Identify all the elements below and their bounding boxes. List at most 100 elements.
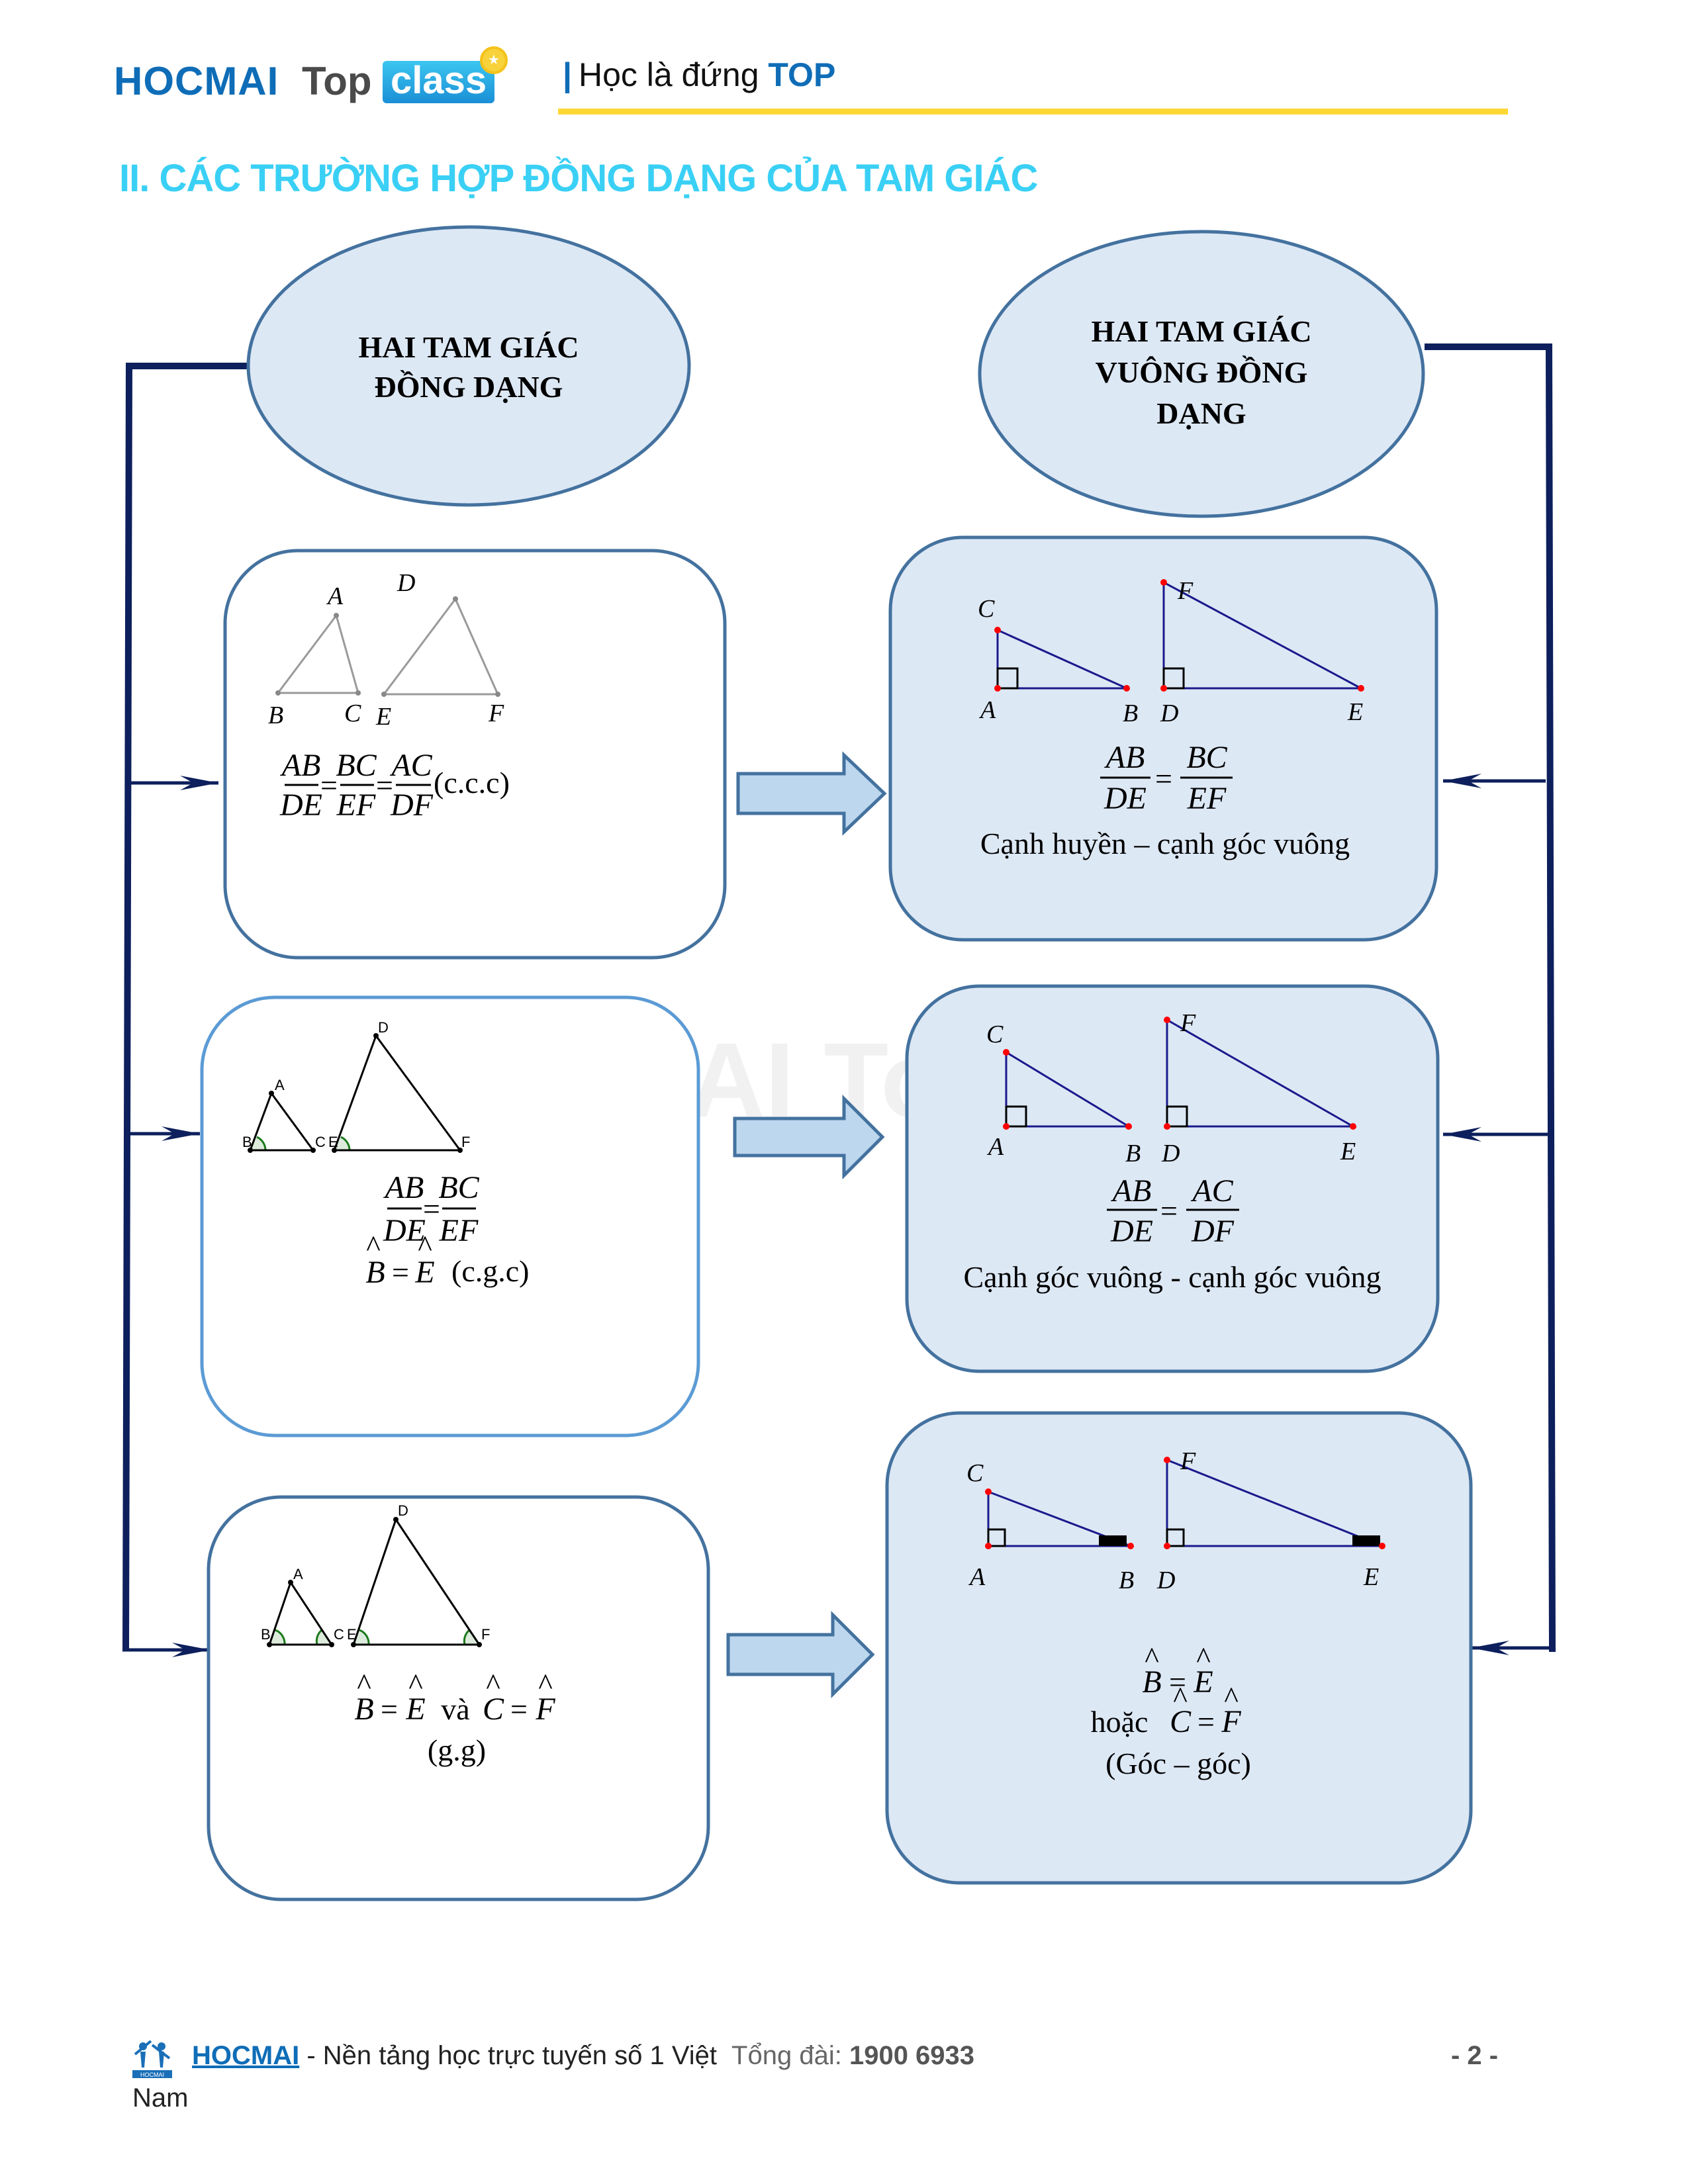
label-c: C <box>334 1626 344 1643</box>
footer-phone: 1900 6933 <box>849 2041 975 2070</box>
label-a: A <box>293 1566 303 1582</box>
right-triangle-def <box>1166 1018 1357 1128</box>
label-e: E <box>1363 1563 1379 1591</box>
equals-sign: = <box>320 768 338 802</box>
label-b: B <box>261 1626 271 1643</box>
label-d: D <box>1161 1140 1180 1167</box>
label-b: B <box>242 1134 252 1150</box>
logo-class: class <box>383 61 495 103</box>
hat-icon: ^ <box>418 1229 432 1263</box>
case-ccc-card: A B C D E F AB DE = BC EF = AC DF (c.c.c… <box>223 549 727 960</box>
triangle-def <box>332 1033 462 1152</box>
frac1-den: DE <box>1103 781 1147 816</box>
label-e: E <box>1347 698 1363 726</box>
triangle-def <box>382 597 500 696</box>
tagline: |Học là đứng TOP <box>563 56 835 94</box>
frac2-num: BC <box>1186 740 1227 775</box>
label-c: C <box>986 1021 1004 1048</box>
label-f: F <box>461 1134 470 1150</box>
hat-icon: ^ <box>1173 1680 1188 1714</box>
label-f: F <box>1177 577 1194 605</box>
label-f: F <box>1180 1009 1196 1037</box>
frac2-num: AC <box>1190 1173 1233 1208</box>
right-triangle-abc <box>996 628 1127 690</box>
label-f: F <box>1180 1447 1196 1475</box>
hocmai-people-logo-icon: HOCMAI <box>132 2040 172 2078</box>
root-left-line2: ĐỒNG DẠNG <box>375 369 563 404</box>
label-e: E <box>375 703 391 731</box>
equals-sign: = <box>1197 1705 1215 1739</box>
label-e: E <box>1340 1138 1356 1165</box>
label-c: C <box>344 700 361 727</box>
label-e: E <box>347 1626 357 1643</box>
angle2-right: F <box>1221 1704 1241 1739</box>
frac1-den: DE <box>383 1213 426 1248</box>
frac2-num: BC <box>336 748 377 783</box>
right-triangle-def <box>1166 1458 1383 1547</box>
footer-description-cont: Nam <box>132 2083 189 2113</box>
label-d: D <box>398 1502 408 1519</box>
block-arrow-1 <box>736 751 887 836</box>
label-b: B <box>1125 1140 1141 1167</box>
root-left-line1: HAI TAM GIÁC <box>358 330 579 364</box>
case-gg-card: A B C D E F B ^ = E ^ và C ^ = F ^ (g.g) <box>207 1495 710 1901</box>
header-rule <box>558 109 1508 114</box>
equals-sign: = <box>1155 762 1172 796</box>
label-d: D <box>1156 1567 1175 1594</box>
equals-sign: = <box>376 768 393 802</box>
label-b: B <box>1119 1567 1134 1594</box>
frac1-num: AB <box>280 748 321 783</box>
right-triangle-abc <box>987 1490 1131 1547</box>
hat-icon: ^ <box>366 1229 381 1263</box>
rule-cgc: (c.g.c) <box>451 1254 529 1288</box>
angle2-left: C <box>1170 1704 1192 1739</box>
label-a: A <box>275 1077 285 1093</box>
triangle-def <box>352 1517 481 1646</box>
label-a: A <box>986 1133 1004 1161</box>
rule-gg: (g.g) <box>428 1733 486 1767</box>
label-d: D <box>378 1019 389 1036</box>
right-angle-marker <box>1005 1105 1027 1128</box>
root-right-line3: DẠNG <box>1156 396 1246 430</box>
label-a: A <box>968 1563 986 1591</box>
triangle-abc <box>248 1091 315 1152</box>
section-title: II. CÁC TRƯỜNG HỢP ĐỒNG DẠNG CỦA TAM GIÁ… <box>119 157 1038 200</box>
case-hypotenuse-card: C A B D E F AB DE = BC EF Cạnh huyền – c… <box>888 535 1438 942</box>
frac1-num: AB <box>1111 1173 1152 1208</box>
frac1-den: DE <box>1110 1214 1153 1249</box>
rule-ccc: (c.c.c) <box>434 766 510 799</box>
rule-hypotenuse: Cạnh huyền – cạnh góc vuông <box>980 827 1350 860</box>
frac2-num: BC <box>438 1170 479 1205</box>
frac2-den: DF <box>1191 1214 1235 1249</box>
footer-brand-link[interactable]: HOCMAI <box>192 2041 300 2070</box>
label-b: B <box>1123 700 1138 727</box>
logo-top: Top <box>302 59 372 103</box>
hat-icon: ^ <box>1145 1641 1159 1674</box>
logo-hocmai: HOCMAI <box>114 59 279 103</box>
root-similar-triangles: HAI TAM GIÁC ĐỒNG DẠNG <box>246 225 691 507</box>
case-angle-card: C A B D E F B ^ = E ^ hoặc C ^ = F ^ (Gó… <box>885 1411 1473 1885</box>
tagline-text: Học là đứng <box>579 56 759 93</box>
frac2-den: EF <box>1187 781 1227 816</box>
equals-sign: = <box>381 1692 398 1726</box>
root-right-line2: VUÔNG ĐỒNG <box>1096 355 1308 389</box>
angle-right: E <box>414 1255 434 1290</box>
label-d: D <box>397 569 415 597</box>
label-c: C <box>315 1134 326 1150</box>
hat-icon: ^ <box>486 1667 500 1701</box>
equals-sign: = <box>392 1255 409 1289</box>
block-arrow-2 <box>733 1094 885 1180</box>
triangle-abc <box>275 613 359 694</box>
right-angle-marker <box>1162 667 1185 690</box>
hat-icon: ^ <box>357 1667 371 1701</box>
right-angle-marker <box>987 1528 1006 1547</box>
hat-icon: ^ <box>538 1667 553 1701</box>
root-right-line1: HAI TAM GIÁC <box>1091 314 1311 348</box>
label-f: F <box>488 700 504 727</box>
hat-icon: ^ <box>1196 1641 1211 1674</box>
triangle-abc <box>267 1580 334 1646</box>
label-a: A <box>326 582 344 610</box>
equals-sign: = <box>510 1692 528 1726</box>
left-connector <box>122 363 250 1657</box>
conj-va: và <box>441 1692 469 1726</box>
